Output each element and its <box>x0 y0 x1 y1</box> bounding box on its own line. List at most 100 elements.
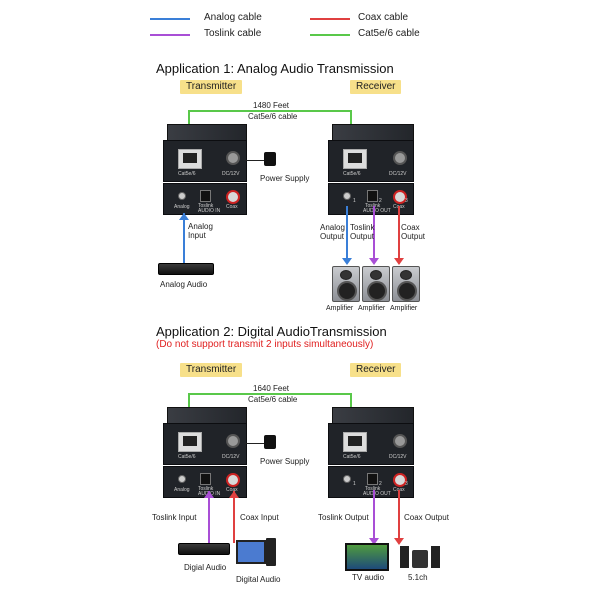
app2-toslink-output-arrow <box>369 538 379 545</box>
legend-cat-label: Cat5e/6 cable <box>358 28 420 39</box>
app2-dst2-label: 5.1ch <box>408 573 428 582</box>
app1-coax-output-arrow <box>394 258 404 265</box>
app1-rx-coax-port <box>393 190 407 204</box>
app1-rx-back: 1 2 3 Toslink AUDIO OUT Coax <box>328 183 414 215</box>
app1-source-label: Analog Audio <box>160 280 208 289</box>
app2-coax-input-arrow <box>229 491 239 498</box>
app2-rx-analog-jack <box>343 475 351 483</box>
app2-tx-coax-label: Coax <box>226 487 238 493</box>
app1-analog-input-label-1: Analog <box>188 222 213 231</box>
app1-amp-label-2: Amplifier <box>358 305 386 312</box>
app2-coax-output-label: Coax Output <box>404 513 449 522</box>
app2-coax-input-cable <box>233 491 235 543</box>
app2-rx-dc-port <box>393 434 407 448</box>
app1-speaker-2 <box>362 266 390 302</box>
app2-rx-toslink-label: Toslink <box>365 486 381 492</box>
app2-toslink-input-cable <box>208 491 210 543</box>
app1-power-adapter-icon <box>264 152 276 166</box>
app1-rx-num2: 2 <box>379 198 382 204</box>
app2-tx-rj45-port <box>178 432 202 452</box>
app1-rx-rj45-port <box>343 149 367 169</box>
app2-rx-audioout-label: AUDIO OUT <box>363 491 391 497</box>
app2-tx-toslink-port <box>200 473 211 485</box>
app1-tx-analog-jack <box>178 192 186 200</box>
legend-toslink-line <box>150 34 190 36</box>
app1-distance: 1480 Feet <box>253 101 290 110</box>
app1-rx-analog-jack <box>343 192 351 200</box>
app2-subwoofer-icon <box>412 550 428 568</box>
app2-tx-dc-port <box>226 434 240 448</box>
app1-rx-num3: 3 <box>405 198 408 204</box>
app2-rx-toslink-port <box>367 473 378 485</box>
app2-speaker-right-icon <box>431 546 440 568</box>
app2-power-supply-label: Power Supply <box>260 457 310 466</box>
app2-tx-dc-label: DC/12V <box>222 454 240 460</box>
app2-coax-output-cable <box>398 490 400 542</box>
app1-out-analog-l2: Output <box>320 232 345 241</box>
app1-tx-coax-label: Coax <box>226 204 238 210</box>
app2-rx-num2: 2 <box>379 481 382 487</box>
app2-speaker-left-icon <box>400 546 409 568</box>
app2-coax-output-arrow <box>394 538 404 545</box>
app2-power-cable <box>245 443 265 444</box>
app1-tx-back: Analog Toslink AUDIO IN Coax <box>163 183 247 215</box>
app1-toslink-output-arrow <box>369 258 379 265</box>
app2-tv-icon <box>345 543 389 571</box>
app1-toslink-output-cable <box>373 206 375 262</box>
app2-src2-label: Digital Audio <box>236 575 281 584</box>
app2-rx-rj45-port <box>343 432 367 452</box>
app1-amp-label-1: Amplifier <box>326 305 354 312</box>
app2-digital-source-player <box>178 543 230 555</box>
app2-tx-front: Cat5e/6 DC/12V <box>163 423 247 465</box>
app2-rx-cat-label: Cat5e/6 <box>343 454 361 460</box>
app1-speaker-1 <box>332 266 360 302</box>
app1-rx-dc-label: DC/12V <box>389 171 407 177</box>
app1-rx-num1: 1 <box>353 198 356 204</box>
app1-power-cable <box>245 160 265 161</box>
app2-tx-analog-jack <box>178 475 186 483</box>
app2-rx-num3: 3 <box>405 481 408 487</box>
app1-tx-dc-label: DC/12V <box>222 171 240 177</box>
app2-receiver-tag: Receiver <box>350 363 402 377</box>
app1-tx-dc-port <box>226 151 240 165</box>
app1-analog-source-device <box>158 263 214 275</box>
app2-title: Application 2: Digital AudioTransmission <box>156 324 387 339</box>
app1-out-coax-l2: Output <box>401 232 426 241</box>
app1-analog-input-cable <box>183 213 185 263</box>
app1-amp-label-3: Amplifier <box>390 305 418 312</box>
app2-cable-label: Cat5e/6 cable <box>248 395 298 404</box>
app1-tx-front: Cat5e/6 DC/12V <box>163 140 247 182</box>
legend-coax-label: Coax cable <box>358 12 409 23</box>
app1-out-toslink-l1: Toslink <box>350 223 375 232</box>
app1-tx-cat-label: Cat5e/6 <box>178 171 196 177</box>
app1-cable-label: Cat5e/6 cable <box>248 112 298 121</box>
app1-tx-toslink-port <box>200 190 211 202</box>
app1-analog-input-label-2: Input <box>188 231 206 240</box>
app2-dst1-label: TV audio <box>352 573 385 582</box>
app2-warning: (Do not support transmit 2 inputs simult… <box>156 339 374 350</box>
app1-analog-output-arrow <box>342 258 352 265</box>
app1-out-analog-l1: Analog <box>320 223 345 232</box>
app1-title: Application 1: Analog Audio Transmission <box>156 61 394 76</box>
app1-coax-output-cable <box>398 206 400 262</box>
app2-rx-dc-label: DC/12V <box>389 454 407 460</box>
legend-analog-line <box>150 18 190 20</box>
app2-transmitter-tag: Transmitter <box>180 363 243 377</box>
app2-tx-cat-label: Cat5e/6 <box>178 454 196 460</box>
app1-analog-output-cable <box>346 206 348 262</box>
app2-src1-label: Digial Audio <box>184 563 227 572</box>
app2-tx-toslink-label: Toslink <box>198 486 214 492</box>
legend-coax-line <box>310 18 350 20</box>
app2-distance: 1640 Feet <box>253 384 290 393</box>
app2-power-adapter-icon <box>264 435 276 449</box>
app2-rx-back: 1 2 3 Toslink AUDIO OUT Coax <box>328 466 414 498</box>
app1-tx-analog-label: Analog <box>174 204 190 210</box>
app2-rx-coax-port <box>393 473 407 487</box>
app1-rx-dc-port <box>393 151 407 165</box>
app1-tx-toslink-label: Toslink <box>198 203 214 209</box>
app1-rx-toslink-port <box>367 190 378 202</box>
app1-tx-coax-port <box>226 190 240 204</box>
app1-analog-input-arrow <box>179 213 189 220</box>
app1-rx-audioout-label: AUDIO OUT <box>363 208 391 214</box>
app2-tx-analog-label: Analog <box>174 487 190 493</box>
